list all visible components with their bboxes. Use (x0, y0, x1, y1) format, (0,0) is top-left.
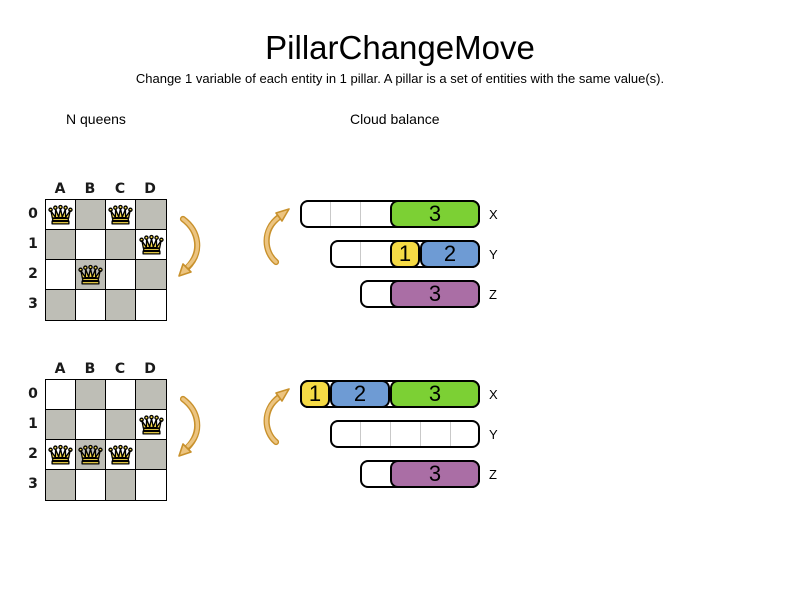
board-cell-A2 (46, 260, 76, 290)
board-cell-C0 (106, 200, 136, 230)
board-cell-D0 (136, 380, 166, 410)
board-cell-A1 (46, 410, 76, 440)
board-col-header-D: D (144, 361, 156, 377)
board-cell-D1 (136, 230, 166, 260)
cloud-block-3: 3 (390, 280, 480, 308)
nqueens-board-before (45, 199, 167, 321)
board-row-header-0: 0 (28, 386, 38, 402)
cloud-block-3: 3 (390, 200, 480, 228)
board-col-header-A: A (54, 361, 66, 377)
board-cell-C1 (106, 410, 136, 440)
cloud-block-2: 2 (420, 240, 480, 268)
board-row-header-1: 1 (28, 416, 38, 432)
bar-label-y: Y (489, 427, 498, 442)
board-cell-C1 (106, 230, 136, 260)
page-subtitle: Change 1 variable of each entity in 1 pi… (135, 71, 665, 86)
board-cell-D1 (136, 410, 166, 440)
board-cell-B3 (76, 290, 106, 320)
queen-icon (77, 442, 104, 469)
board-col-header-B: B (84, 361, 96, 377)
board-cell-B2 (76, 440, 106, 470)
board-row-header-3: 3 (28, 476, 38, 492)
cloud-bar-z-before: 3 (360, 280, 480, 308)
board-cell-B0 (76, 200, 106, 230)
board-col-header-D: D (144, 181, 156, 197)
board-col-header-A: A (54, 181, 66, 197)
board-cell-B2 (76, 260, 106, 290)
section-label-cloud-balance: Cloud balance (350, 111, 440, 127)
board-row-header-2: 2 (28, 266, 38, 282)
cloud-block-3: 3 (390, 460, 480, 488)
board-row-header-2: 2 (28, 446, 38, 462)
board-cell-C0 (106, 380, 136, 410)
slot-divider (360, 202, 361, 226)
board-cell-D2 (136, 260, 166, 290)
cloud-block-3: 3 (390, 380, 480, 408)
board-cell-B1 (76, 230, 106, 260)
queen-icon (107, 202, 134, 229)
board-cell-A2 (46, 440, 76, 470)
board-cell-C2 (106, 260, 136, 290)
nqueens-board-after (45, 379, 167, 501)
board-cell-B1 (76, 410, 106, 440)
board-cell-A1 (46, 230, 76, 260)
curved-arrow-down-icon (178, 215, 201, 277)
queen-icon (47, 442, 74, 469)
curved-arrow-up-icon (263, 388, 290, 446)
queen-icon (107, 442, 134, 469)
board-cell-D3 (136, 290, 166, 320)
bar-label-y: Y (489, 247, 498, 262)
board-cell-A3 (46, 290, 76, 320)
board-cell-A0 (46, 380, 76, 410)
board-col-header-C: C (114, 361, 126, 377)
bar-label-x: X (489, 387, 498, 402)
board-cell-C3 (106, 290, 136, 320)
cloud-block-1: 1 (300, 380, 330, 408)
section-label-nqueens: N queens (66, 111, 126, 127)
board-cell-A3 (46, 470, 76, 500)
board-col-header-B: B (84, 181, 96, 197)
board-row-header-0: 0 (28, 206, 38, 222)
board-cell-C2 (106, 440, 136, 470)
slot-divider (390, 422, 391, 446)
board-cell-D3 (136, 470, 166, 500)
cloud-bar-z-after: 3 (360, 460, 480, 488)
slot-divider (420, 422, 421, 446)
cloud-block-2: 2 (330, 380, 390, 408)
cloud-block-1: 1 (390, 240, 420, 268)
slot-divider (360, 422, 361, 446)
queen-icon (138, 232, 165, 259)
cloud-bar-y-after (330, 420, 480, 448)
board-cell-B3 (76, 470, 106, 500)
bar-label-z: Z (489, 287, 497, 302)
queen-icon (138, 412, 165, 439)
board-row-header-1: 1 (28, 236, 38, 252)
slot-divider (450, 422, 451, 446)
board-col-header-C: C (114, 181, 126, 197)
queen-icon (77, 262, 104, 289)
curved-arrow-down-icon (178, 395, 201, 457)
board-cell-D0 (136, 200, 166, 230)
board-row-header-3: 3 (28, 296, 38, 312)
board-cell-D2 (136, 440, 166, 470)
page-title: PillarChangeMove (265, 29, 535, 66)
board-cell-A0 (46, 200, 76, 230)
board-cell-B0 (76, 380, 106, 410)
bar-label-z: Z (489, 467, 497, 482)
curved-arrow-up-icon (263, 208, 290, 266)
queen-icon (47, 202, 74, 229)
slot-divider (330, 202, 331, 226)
board-cell-C3 (106, 470, 136, 500)
slot-divider (360, 242, 361, 266)
bar-label-x: X (489, 207, 498, 222)
cloud-bar-x-before: 3 (300, 200, 480, 228)
